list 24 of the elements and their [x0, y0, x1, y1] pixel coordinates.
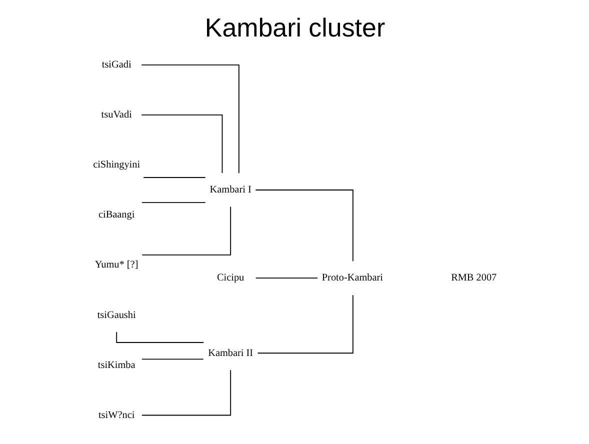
connector: [254, 190, 353, 262]
node-text: Kambari II: [208, 348, 253, 359]
connector: [140, 114, 222, 174]
node-text: tsiKimba: [97, 360, 135, 371]
label: RMB 2007: [450, 272, 496, 284]
connector: [140, 202, 206, 203]
connector: [140, 64, 239, 174]
node-text: tsiW?nci: [98, 410, 134, 421]
connector: [142, 177, 206, 178]
node-text: ciShingyini: [92, 160, 140, 171]
node-text: tsiGaushi: [96, 310, 136, 321]
connector: [141, 206, 231, 256]
node-text: Kambari I: [209, 184, 251, 196]
connector: [254, 278, 318, 279]
node-text: Yumu* [?]: [94, 260, 138, 271]
node-text: ciBaangi: [98, 210, 134, 221]
node-text: Proto-Kambari: [321, 272, 383, 284]
connector: [256, 294, 353, 354]
diagram-title: Kambari cluster: [204, 14, 385, 43]
node-text: tsiGadi: [101, 60, 131, 70]
node-text: tsuVadi: [100, 110, 132, 121]
connector: [140, 358, 204, 360]
node-text: Cicipu: [216, 272, 244, 284]
connector: [140, 370, 231, 416]
